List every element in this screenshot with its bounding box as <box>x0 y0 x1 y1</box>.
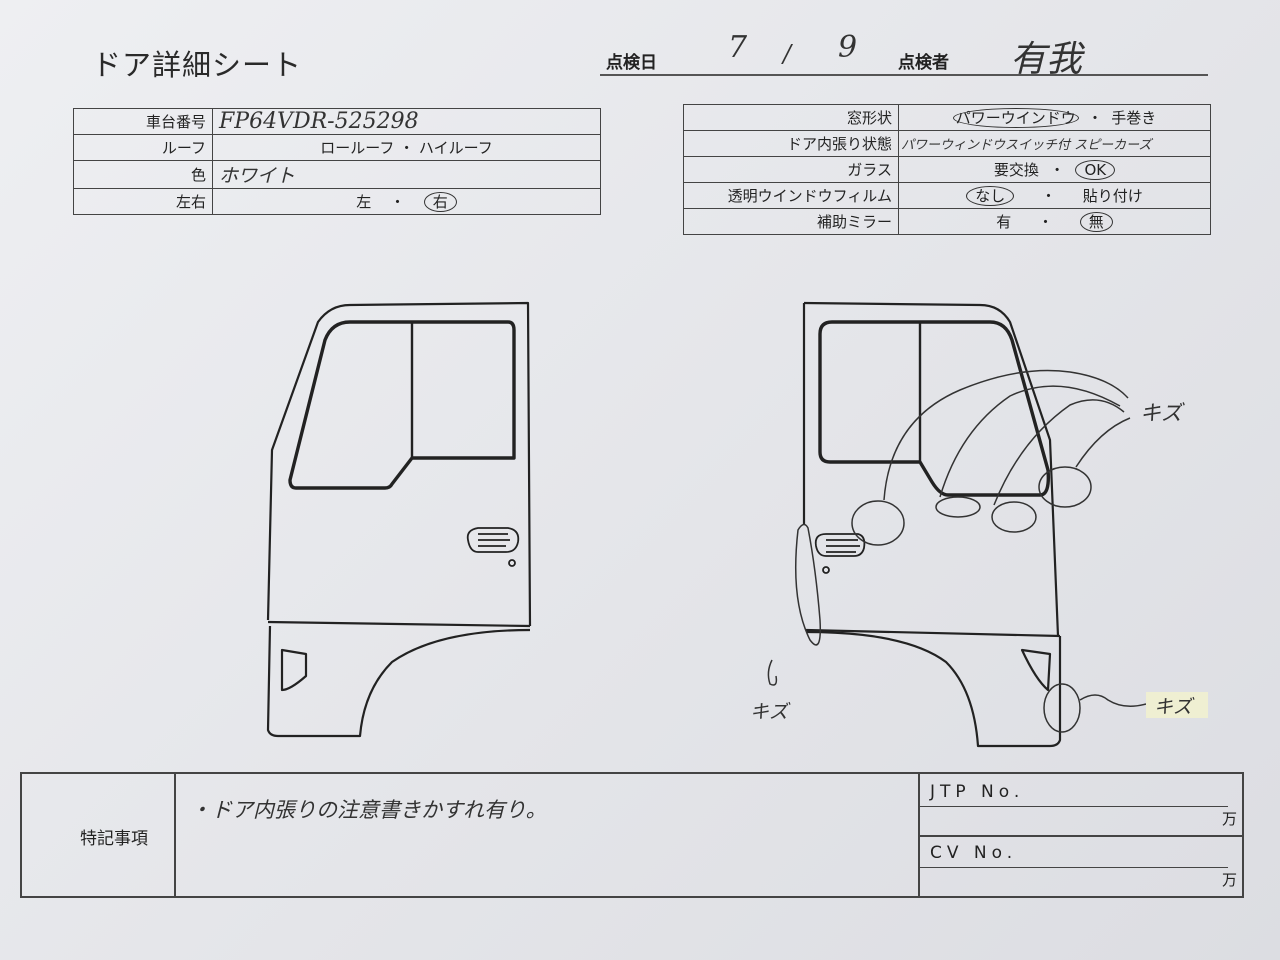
header-underline <box>600 74 1208 76</box>
table-row: 色 ホワイト <box>73 160 601 189</box>
damage-leader-line <box>1075 417 1131 468</box>
sheet-title: ドア詳細シート <box>92 48 303 82</box>
damage-label-1: キズ <box>1140 401 1185 425</box>
damage-leader-rear-edge <box>767 659 778 686</box>
damage-label-2: キズ <box>750 701 791 723</box>
table-row: ドア内張り状態 パワーウィンドウスイッチ付 スピーカーズ <box>683 130 1211 157</box>
table-row: 透明ウインドウフィルム なし ・ 貼り付け <box>683 182 1211 209</box>
aux-mirror-label: 補助ミラー <box>683 208 899 235</box>
window-film-options: なし ・ 貼り付け <box>898 182 1211 209</box>
window-type-label: 窓形状 <box>683 104 899 131</box>
damage-annotations <box>767 369 1147 733</box>
jtp-number-row: JTP No. 万 <box>920 774 1244 837</box>
side-option-separator: ・ <box>389 193 405 211</box>
reference-numbers: JTP No. 万 CV No. 万 <box>918 774 1244 896</box>
window-film-separator: ・ <box>1040 187 1056 205</box>
damage-label-3: キズ <box>1154 696 1195 718</box>
damage-mark-circle <box>935 496 981 518</box>
glass-option-ok: OK <box>1075 160 1116 180</box>
window-type-options: パワーウインドウ ・ 手巻き <box>898 104 1211 131</box>
glass-label: ガラス <box>683 156 899 183</box>
glass-separator: ・ <box>1049 161 1065 179</box>
cv-number-unit: 万 <box>1222 871 1238 889</box>
damage-mark-circle <box>1043 683 1081 733</box>
inspection-date-month: 7 <box>728 30 748 65</box>
inspector-label: 点検者 <box>898 53 949 73</box>
damage-leader-line <box>993 399 1125 506</box>
cv-number-row: CV No. 万 <box>920 835 1244 896</box>
table-row: 補助ミラー 有 ・ 無 <box>683 208 1211 235</box>
table-row: 車台番号 FP64VDR-525298 <box>73 108 601 135</box>
aux-mirror-options: 有 ・ 無 <box>898 208 1211 235</box>
special-notes-text: ・ドア内張りの注意書きかすれ有り。 <box>190 798 547 822</box>
inspection-date-day: 9 <box>838 30 858 65</box>
table-row: 窓形状 パワーウインドウ ・ 手巻き <box>683 104 1211 131</box>
glass-option-replace: 要交換 <box>993 161 1039 179</box>
right-door-window <box>818 320 1051 497</box>
table-row: ガラス 要交換 ・ OK <box>683 156 1211 183</box>
side-label: 左右 <box>73 188 213 215</box>
aux-mirror-separator: ・ <box>1037 213 1053 231</box>
window-type-option-manual: 手巻き <box>1111 109 1157 127</box>
aux-mirror-option-yes: 有 <box>996 213 1012 231</box>
aux-mirror-option-no: 無 <box>1079 212 1113 232</box>
special-notes-label: 特記事項 <box>80 829 148 849</box>
vehicle-info-table: 車台番号 FP64VDR-525298 ルーフ ロールーフ ・ ハイルーフ 色 … <box>73 108 601 215</box>
damage-mark-rear-edge <box>794 523 822 646</box>
color-value: ホワイト <box>212 160 601 189</box>
side-option-left: 左 <box>356 193 372 211</box>
window-type-separator: ・ <box>1087 109 1103 127</box>
jtp-number-line <box>920 806 1228 807</box>
window-film-option-none: なし <box>966 186 1015 206</box>
special-notes-label-cell: 特記事項 <box>22 774 176 896</box>
window-film-option-applied: 貼り付け <box>1082 187 1143 205</box>
inspector-name: 有我 <box>1010 39 1083 80</box>
door-trim-label: ドア内張り状態 <box>683 130 899 157</box>
cv-number-line <box>920 867 1228 868</box>
left-door-handle <box>466 527 520 567</box>
right-door-outline <box>802 301 1062 748</box>
damage-leader-line <box>939 385 1121 498</box>
cv-number-label: CV No. <box>930 843 1018 863</box>
damage-mark-circle <box>991 501 1037 533</box>
damage-leader-line <box>883 369 1129 501</box>
table-row: 左右 左 ・ 右 <box>73 188 601 215</box>
inspection-date-separator: / <box>783 40 792 68</box>
left-door-outline <box>266 301 532 738</box>
jtp-number-label: JTP No. <box>930 782 1025 802</box>
damage-leader-line <box>1079 694 1147 707</box>
damage-mark-circle <box>851 500 905 546</box>
side-option-right: 右 <box>423 192 457 212</box>
inspection-date-label: 点検日 <box>606 53 657 73</box>
door-condition-table: 窓形状 パワーウインドウ ・ 手巻き ドア内張り状態 パワーウィンドウスイッチ付… <box>683 104 1211 235</box>
side-options: 左 ・ 右 <box>212 188 601 215</box>
special-notes-box: 特記事項 ・ドア内張りの注意書きかすれ有り。 JTP No. 万 CV No. … <box>20 772 1244 898</box>
roof-label: ルーフ <box>73 134 213 161</box>
highlight-marker <box>1146 692 1208 718</box>
jtp-number-unit: 万 <box>1222 810 1238 828</box>
damage-mark-circle <box>1038 466 1092 508</box>
window-type-option-power: パワーウインドウ <box>952 108 1079 128</box>
left-door-window <box>288 320 516 490</box>
right-door-handle <box>814 533 866 574</box>
